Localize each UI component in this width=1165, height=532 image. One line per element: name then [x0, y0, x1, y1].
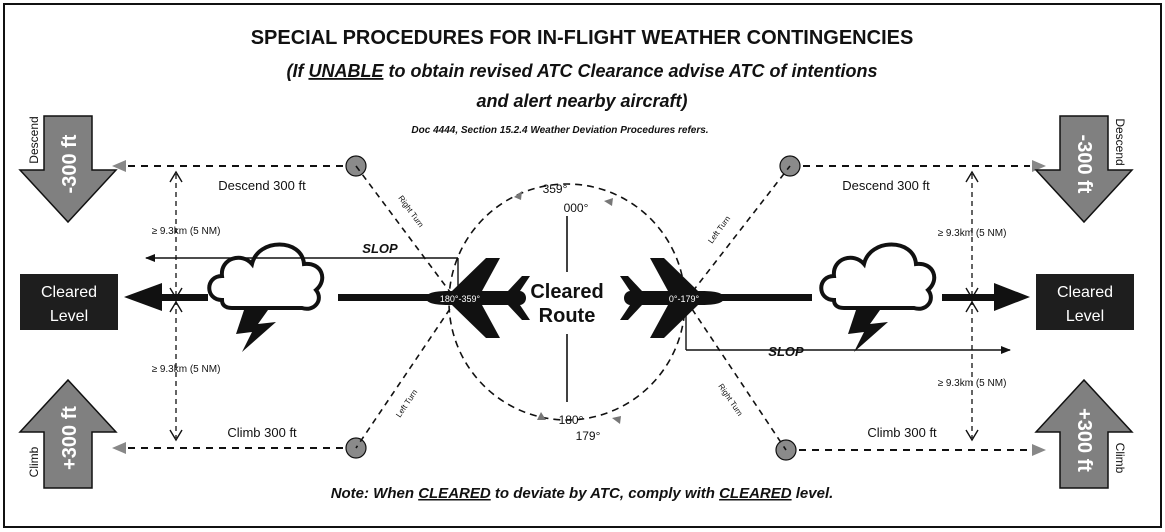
- right-route-arrowhead: [994, 283, 1030, 311]
- left-distance-cap-mid-lower: [169, 300, 183, 313]
- right-distance-cap-mid-lower: [965, 300, 979, 313]
- right-slop-label: SLOP: [768, 344, 804, 359]
- left-aircraft-icon: 180°-359°: [426, 258, 530, 338]
- right-aircraft-heading: 0°-179°: [669, 294, 700, 304]
- right-storm-cloud-icon: [819, 242, 937, 352]
- right-distance-cap-top: [965, 170, 979, 183]
- right-descend-text: Descend 300 ft: [842, 178, 930, 193]
- circle-arrow-top-left: [514, 191, 522, 200]
- left-distance-cap-bottom: [169, 429, 183, 442]
- left-descend-arrow-label: Descend: [27, 116, 41, 163]
- left-climb-arrow-label: Climb: [27, 446, 41, 477]
- right-distance-lower: ≥ 9.3km (5 NM): [938, 378, 1007, 389]
- diagram-title: SPECIAL PROCEDURES FOR IN-FLIGHT WEATHER…: [251, 27, 914, 49]
- left-descend-value: -300 ft: [59, 134, 81, 193]
- circle-arrow-bottom-right: [612, 416, 621, 424]
- left-distance-cap-top: [169, 170, 183, 183]
- diagram-subtitle: (If UNABLE to obtain revised ATC Clearan…: [286, 61, 877, 81]
- right-route-bar-outer: [942, 294, 998, 301]
- left-upper-turn-path: [355, 165, 457, 301]
- right-distance-cap-mid-upper: [965, 287, 979, 300]
- right-route-bar: [720, 294, 812, 301]
- left-aircraft-heading: 180°-359°: [440, 294, 481, 304]
- left-route-bar-outer: [158, 294, 208, 301]
- right-climb-value: +300 ft: [1073, 408, 1095, 472]
- left-cleared-level-text-1: Cleared: [41, 284, 97, 301]
- left-climb-block-arrow: +300 ft Climb: [18, 378, 118, 489]
- left-climb-text: Climb 300 ft: [227, 425, 297, 440]
- footer-note: Note: When CLEARED to deviate by ATC, co…: [331, 485, 834, 502]
- right-cleared-level-text-2: Level: [1066, 308, 1104, 325]
- right-descend-arrow-label: Descend: [1113, 118, 1127, 165]
- left-cleared-level-box: [20, 274, 118, 330]
- heading-000: 000°: [564, 201, 589, 215]
- left-lower-turn-path: [355, 299, 457, 449]
- right-distance-cap-bottom: [965, 429, 979, 442]
- right-climb-block-arrow: +300 ft Climb: [1034, 378, 1134, 489]
- diagram-border: [3, 3, 1162, 528]
- left-cleared-level-text-2: Level: [50, 308, 88, 325]
- left-descend-text: Descend 300 ft: [218, 178, 306, 193]
- right-descend-block-arrow: -300 ft Descend: [1034, 115, 1134, 224]
- left-distance-lower: ≥ 9.3km (5 NM): [152, 364, 221, 375]
- left-route-arrowhead: [124, 283, 162, 311]
- circle-arrow-bottom-left: [537, 412, 546, 420]
- left-distance-cap-mid-upper: [169, 287, 183, 300]
- right-cleared-level-text-1: Cleared: [1057, 284, 1113, 301]
- heading-359: 359°: [543, 182, 568, 196]
- right-descend-arrowhead: [1032, 160, 1046, 172]
- left-distance-upper: ≥ 9.3km (5 NM): [152, 226, 221, 237]
- heading-179: 179°: [576, 429, 601, 443]
- right-cleared-level-box: [1036, 274, 1134, 330]
- doc-reference: Doc 4444, Section 15.2.4 Weather Deviati…: [411, 125, 708, 136]
- heading-180: 180°: [559, 413, 584, 427]
- left-climb-arrowhead: [112, 442, 126, 454]
- center-label-cleared: Cleared: [530, 281, 603, 303]
- center-label-route: Route: [539, 305, 596, 327]
- left-descend-block-arrow: -300 ft Descend: [18, 115, 118, 224]
- left-route-bar: [338, 294, 430, 301]
- right-climb-arrowhead: [1032, 444, 1046, 456]
- right-distance-upper: ≥ 9.3km (5 NM): [938, 228, 1007, 239]
- left-storm-cloud-icon: [207, 242, 325, 352]
- circle-arrow-top-right: [604, 198, 613, 206]
- diagram-subtitle-line2: and alert nearby aircraft): [476, 91, 687, 111]
- right-descend-value: -300 ft: [1073, 135, 1095, 194]
- right-aircraft-icon: 0°-179°: [620, 258, 724, 338]
- left-climb-value: +300 ft: [59, 406, 81, 470]
- right-climb-text: Climb 300 ft: [867, 425, 937, 440]
- right-lower-turn-path: [685, 299, 787, 451]
- left-descend-arrowhead: [112, 160, 126, 172]
- right-climb-arrow-label: Climb: [1113, 443, 1127, 474]
- left-slop-label: SLOP: [362, 241, 398, 256]
